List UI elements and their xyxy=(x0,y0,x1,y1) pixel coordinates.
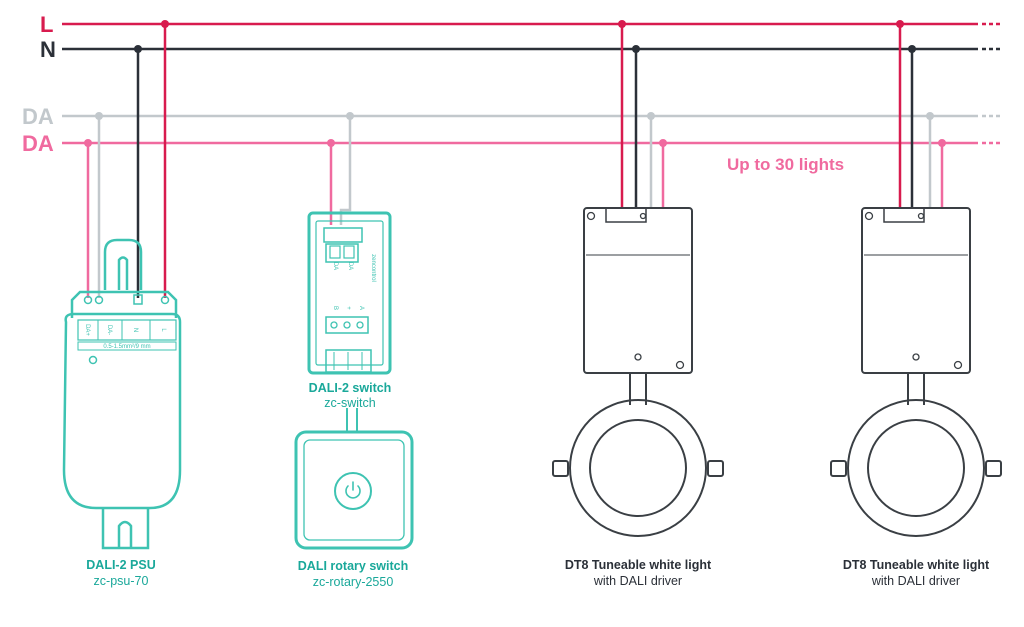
switch-terminal-da-2: DA xyxy=(347,262,353,270)
light-1-title: DT8 Tuneable white light xyxy=(565,558,712,572)
dali-pink-bus-label: DA xyxy=(22,131,54,156)
switch-model: zc-switch xyxy=(324,396,375,410)
drop-wires xyxy=(86,24,944,432)
switch-title: DALI-2 switch xyxy=(309,381,392,395)
light-count-annotation: Up to 30 lights xyxy=(727,155,844,174)
junction-dots xyxy=(84,20,946,147)
switch-brand-text: zencontrol xyxy=(370,254,376,282)
psu-terminal-n: N xyxy=(132,328,138,332)
neutral-bus-label: N xyxy=(40,37,56,62)
psu-strip-length: 0.5-1.5mm²/9 mm xyxy=(103,344,150,350)
switch-labels: DA DA B + A zencontrol xyxy=(332,254,376,310)
switch-terminal-b: B xyxy=(332,306,338,310)
light-2-subtitle: with DALI driver xyxy=(871,574,960,588)
psu-terminal-l: L xyxy=(160,328,166,332)
switch-terminal-da-1: DA xyxy=(332,262,338,270)
rotary-device xyxy=(294,430,414,550)
psu-title: DALI-2 PSU xyxy=(86,558,155,572)
light-fixture-2 xyxy=(830,207,1002,537)
light-fixture-1 xyxy=(552,207,724,537)
rotary-title: DALI rotary switch xyxy=(298,559,408,573)
rotary-model: zc-rotary-2550 xyxy=(313,575,394,589)
live-bus-label: L xyxy=(40,12,53,37)
light-1-subtitle: with DALI driver xyxy=(593,574,682,588)
switch-terminal-a: A xyxy=(358,306,364,310)
psu-terminal-da-plus: DA+ xyxy=(84,324,90,336)
power-icon xyxy=(345,481,361,499)
switch-terminal-plus: + xyxy=(345,306,351,310)
psu-terminal-labels: DA+ DA- N L 0.5-1.5mm²/9 mm xyxy=(84,324,166,350)
psu-model: zc-psu-70 xyxy=(94,574,149,588)
bus-lines xyxy=(62,22,1002,145)
psu-device xyxy=(62,238,182,550)
switch-device xyxy=(307,211,392,375)
psu-terminal-da-minus: DA- xyxy=(106,325,112,335)
light-2-title: DT8 Tuneable white light xyxy=(843,558,990,572)
dali-grey-bus-label: DA xyxy=(22,104,54,129)
